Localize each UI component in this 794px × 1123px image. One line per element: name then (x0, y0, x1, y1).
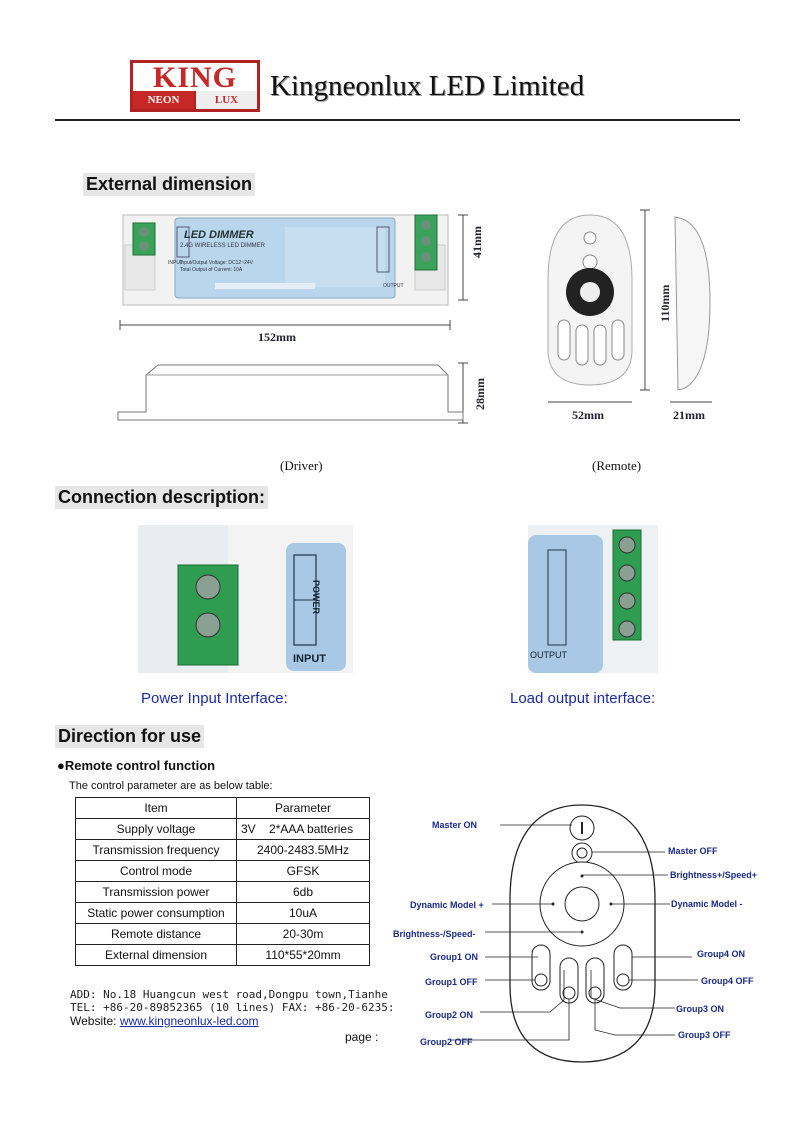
table-cell: 2400-2483.5MHz (236, 839, 370, 861)
power-input-photo: POWER INPUT (138, 525, 353, 673)
label-group3-off: Group3 OFF (678, 1030, 731, 1040)
table-intro: The control parameter are as below table… (69, 780, 273, 792)
label-master-off: Master OFF (668, 846, 718, 856)
dim-21mm: 21mm (673, 408, 705, 422)
page-number: page : (345, 1030, 379, 1044)
table-cell: 110*55*20mm (236, 944, 370, 966)
driver-label: LED DIMMER (184, 229, 254, 241)
remote-dimension-lines (548, 209, 712, 403)
label-dynamic-plus: Dynamic Model + (410, 900, 484, 910)
remote-front-image (547, 214, 633, 386)
output-label: OUTPUT (530, 650, 567, 660)
table-cell: Transmission frequency (75, 839, 237, 861)
company-name: Kingneonlux LED Limited (270, 70, 585, 102)
dim-52mm: 52mm (572, 408, 604, 422)
label-dynamic-minus: Dynamic Model - (671, 899, 743, 909)
footer-block: ADD: No.18 Huangcun west road,Dongpu tow… (70, 988, 395, 1028)
table-cell: External dimension (75, 944, 237, 966)
load-output-photo: OUTPUT (528, 525, 658, 673)
table-cell: Remote distance (75, 923, 237, 945)
dim-152mm: 152mm (258, 330, 296, 344)
header-item: Item (75, 797, 237, 819)
connection-heading: Connection description: (55, 486, 268, 509)
label-group4-off: Group4 OFF (701, 976, 754, 986)
load-output-caption: Load output interface: (510, 690, 656, 707)
driver-spec-line-2: Total Output of Current: 10A (180, 267, 243, 273)
label-group2-on: Group2 ON (425, 1010, 474, 1020)
driver-caption: (Driver) (280, 458, 323, 473)
table-cell: 3V 2*AAA batteries (236, 818, 370, 840)
footer-website-prefix: Website: (70, 1014, 120, 1028)
table-cell: GFSK (236, 860, 370, 882)
driver-input-tag: INPUT (168, 260, 183, 266)
label-brightness-up: Brightness+/Speed+ (670, 870, 758, 880)
label-group2-off: Group2 OFF (420, 1037, 473, 1047)
driver-spec-line-1: Input/Output Voltage: DC12~24V (180, 260, 253, 266)
logo-lux-text: LUX (194, 91, 257, 109)
header-parameter: Parameter (236, 797, 370, 819)
label-brightness-down: Brightness-/Speed- (393, 929, 476, 939)
label-group4-on: Group4 ON (697, 949, 746, 959)
input-label: INPUT (293, 653, 326, 665)
power-label: POWER (311, 580, 321, 615)
logo-neon-text: NEON (133, 91, 194, 109)
header-divider (55, 119, 740, 121)
remote-side-image (674, 216, 711, 391)
direction-heading: Direction for use (55, 725, 205, 748)
dim-41mm: 41mm (470, 226, 484, 258)
table-cell: Supply voltage (75, 818, 237, 840)
label-master-on: Master ON (432, 820, 478, 830)
label-group1-off: Group1 OFF (425, 977, 478, 987)
driver-output-tag: OUTPUT (383, 283, 404, 289)
remote-diagram (450, 804, 698, 1063)
table-cell: 6db (236, 881, 370, 903)
table-cell: Static power consumption (75, 902, 237, 924)
table-header-row: Item Parameter (75, 797, 370, 819)
footer-address: ADD: No.18 Huangcun west road,Dongpu tow… (70, 988, 388, 1001)
table-cell: 10uA (236, 902, 370, 924)
dim-28mm: 28mm (473, 378, 487, 410)
label-group1-on: Group1 ON (430, 952, 479, 962)
footer-website-link[interactable]: www.kingneonlux-led.com (119, 1014, 259, 1028)
driver-top-view-image (122, 214, 449, 306)
logo-king-text: KING (133, 63, 257, 93)
table-cell: 20-30m (236, 923, 370, 945)
dim-110mm: 110mm (658, 284, 672, 322)
table-cell: Control mode (75, 860, 237, 882)
footer-tel: TEL: +86-20-89852365 (10 lines) FAX: +86… (70, 1001, 395, 1014)
driver-side-view-image (117, 364, 464, 421)
driver-sublabel: 2.4G WIRELESS LED DIMMER (180, 243, 266, 249)
power-input-caption: Power Input Interface: (141, 690, 288, 707)
remote-caption: (Remote) (592, 458, 642, 473)
table-cell: Transmission power (75, 881, 237, 903)
remote-function-subtitle: ●Remote control function (57, 758, 216, 773)
driver-dimension-lines (119, 320, 451, 330)
external-dimension-heading: External dimension (83, 173, 256, 196)
label-group3-on: Group3 ON (676, 1004, 725, 1014)
company-logo: KING NEON LUX (130, 60, 260, 112)
